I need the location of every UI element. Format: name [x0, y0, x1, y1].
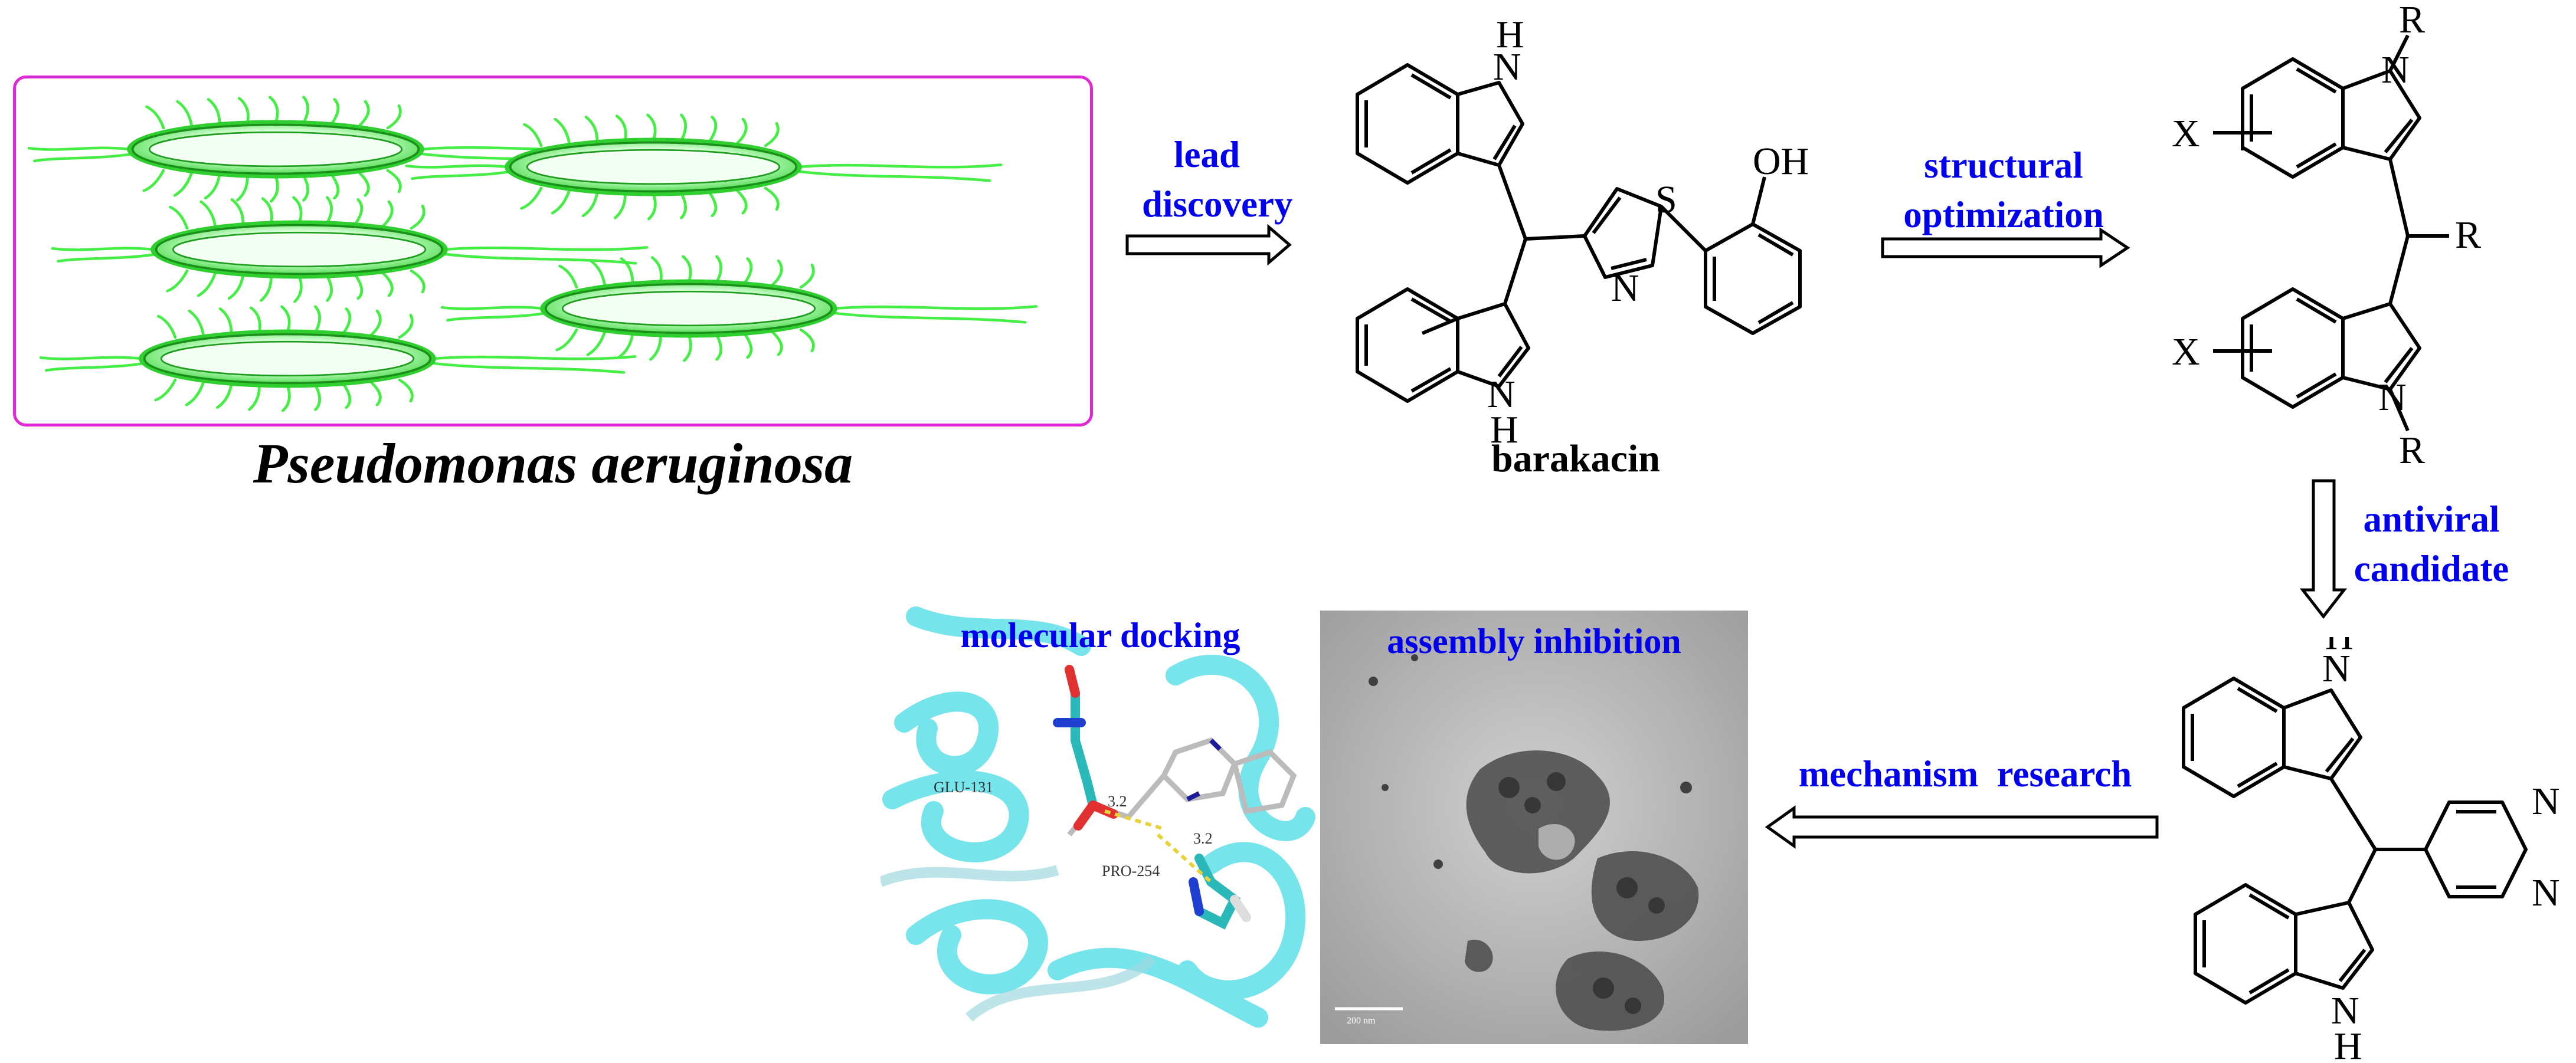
residue-pro254-label: PRO-254 [1102, 862, 1160, 880]
atom-r-top: R [2399, 0, 2425, 41]
compound-name-barakacin: barakacin [1491, 437, 1661, 480]
atom-r-middle: R [2455, 214, 2481, 257]
atom-h-bottom: H [2334, 1025, 2362, 1062]
arrow-lead-discovery [1125, 224, 1292, 266]
atom-x-top: X [2172, 112, 2200, 155]
atom-r-bottom: R [2399, 429, 2425, 472]
atom-n-thiazole: N [1611, 267, 1639, 310]
atom-n-bottom: N [2378, 376, 2407, 419]
docking-panel: GLU-131 3.2 3.2 PRO-254 molecular dockin… [881, 605, 1320, 1044]
atom-nh-top: N [2322, 647, 2351, 690]
hbond-distance-2: 3.2 [1193, 830, 1213, 847]
residue-glu131-label: GLU-131 [934, 779, 993, 796]
hbond-distance-1: 3.2 [1108, 793, 1127, 810]
atom-nh-bottom: N [1487, 373, 1516, 416]
tem-panel: 200 nm assembly inhibition [1320, 611, 1748, 1044]
atom-nh-bottom: N [2331, 989, 2359, 1032]
docking-ribbon-graphic: GLU-131 3.2 3.2 PRO-254 [881, 606, 1315, 1028]
barakacin-structure: N H N H S N OH [1356, 18, 1809, 451]
tem-micrograph-graphic: 200 nm [1320, 611, 1748, 1044]
tem-panel-title: assembly inhibition [1387, 622, 1681, 661]
atom-n-top: N [2381, 48, 2410, 91]
label-mechanism-research: mechanism research [1798, 753, 2132, 795]
arrow-antiviral-candidate [2299, 479, 2348, 619]
label-structural-optimization: structural optimization [1903, 145, 2104, 235]
antiviral-candidate-structure: N H N N N H [2182, 637, 2560, 1062]
label-lead-discovery: lead discovery [1142, 134, 1293, 225]
bacteria-illustration-box [13, 76, 1093, 426]
label-antiviral-candidate: antiviral candidate [2354, 498, 2509, 589]
optimized-scaffold-structure: N R R X X N R [2172, 0, 2481, 472]
atom-h-top: H [2325, 637, 2354, 658]
atom-h-bottom: H [1490, 408, 1518, 451]
arrow-mechanism-research [1765, 805, 2159, 849]
tem-scale-bar-label: 200 nm [1347, 1016, 1376, 1026]
atom-s: S [1655, 178, 1677, 221]
atom-nh-top: N [1493, 45, 1521, 88]
organism-name: Pseudomonas aeruginosa [253, 432, 853, 495]
atom-h-top: H [1496, 18, 1524, 56]
atom-n-pyrimidine-1: N [2532, 780, 2560, 823]
atom-x-bottom: X [2172, 330, 2200, 373]
atom-oh: OH [1753, 140, 1809, 183]
docking-panel-title: molecular docking [960, 616, 1240, 655]
atom-n-pyrimidine-2: N [2532, 871, 2560, 914]
arrow-structural-optimization [1881, 227, 2130, 268]
